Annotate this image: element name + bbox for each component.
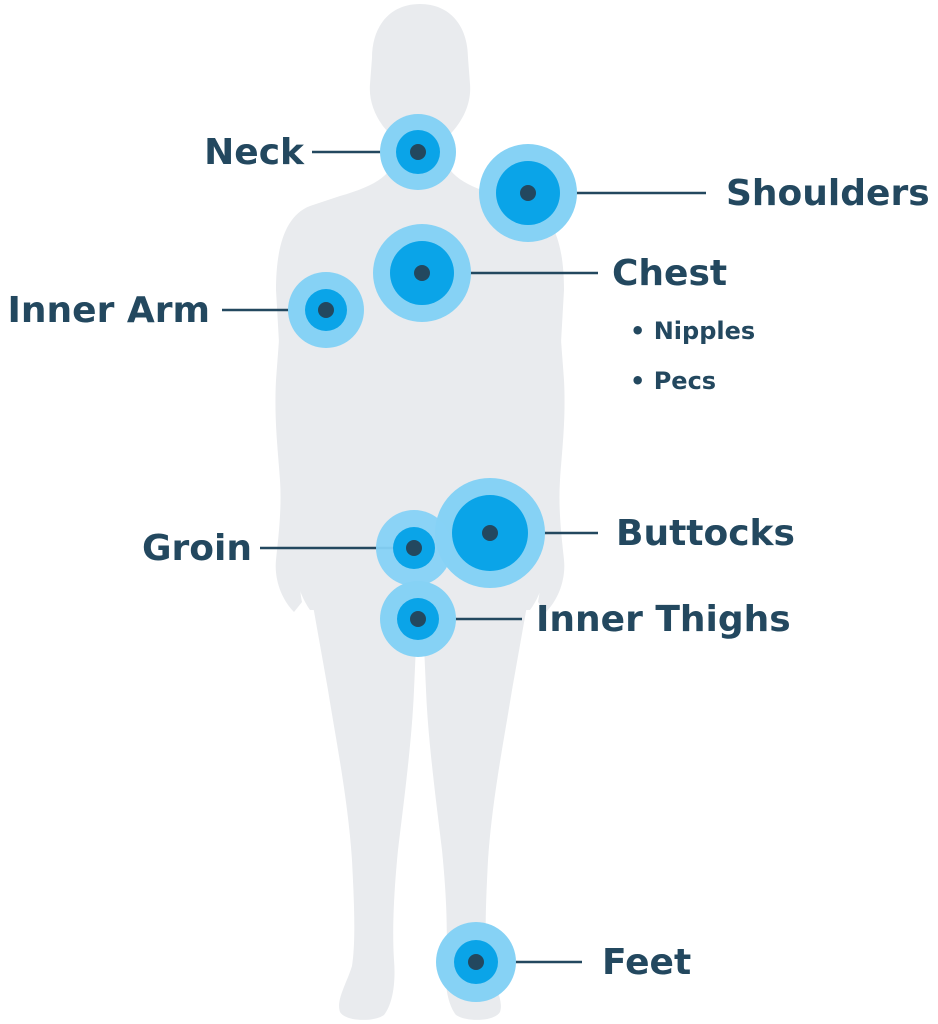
target-dot [468,954,484,970]
target-dot [406,540,422,556]
target-dot [318,302,334,318]
head-shape [369,4,471,160]
target-dot [482,525,498,541]
label-neck: Neck [204,132,305,173]
right-leg-shape [422,600,528,1020]
label-chest: Chest [612,253,727,294]
left-leg-shape [312,600,418,1020]
target-chest [373,224,471,322]
target-dot [410,611,426,627]
right-arm-shape [510,210,565,612]
target-dot [410,144,426,160]
label-shoulders: Shoulders [726,173,930,214]
label-inner-thighs: Inner Thighs [536,599,791,640]
target-groin [376,510,452,586]
target-inner-thighs [380,581,456,657]
target-shoulders [479,144,577,242]
label-inner-arm: Inner Arm [8,290,210,331]
target-buttocks [435,478,545,588]
zone-labels: Neck Shoulders Chest • Nipples • Pecs In… [8,132,930,983]
label-chest-sub-2: • Pecs [630,367,716,395]
label-groin: Groin [142,528,252,569]
target-inner-arm [288,272,364,348]
label-buttocks: Buttocks [616,513,795,554]
target-dot [520,185,536,201]
target-neck [380,114,456,190]
target-feet [436,922,516,1002]
label-chest-sub-1: • Nipples [630,317,755,345]
target-dot [414,265,430,281]
label-feet: Feet [602,942,691,983]
